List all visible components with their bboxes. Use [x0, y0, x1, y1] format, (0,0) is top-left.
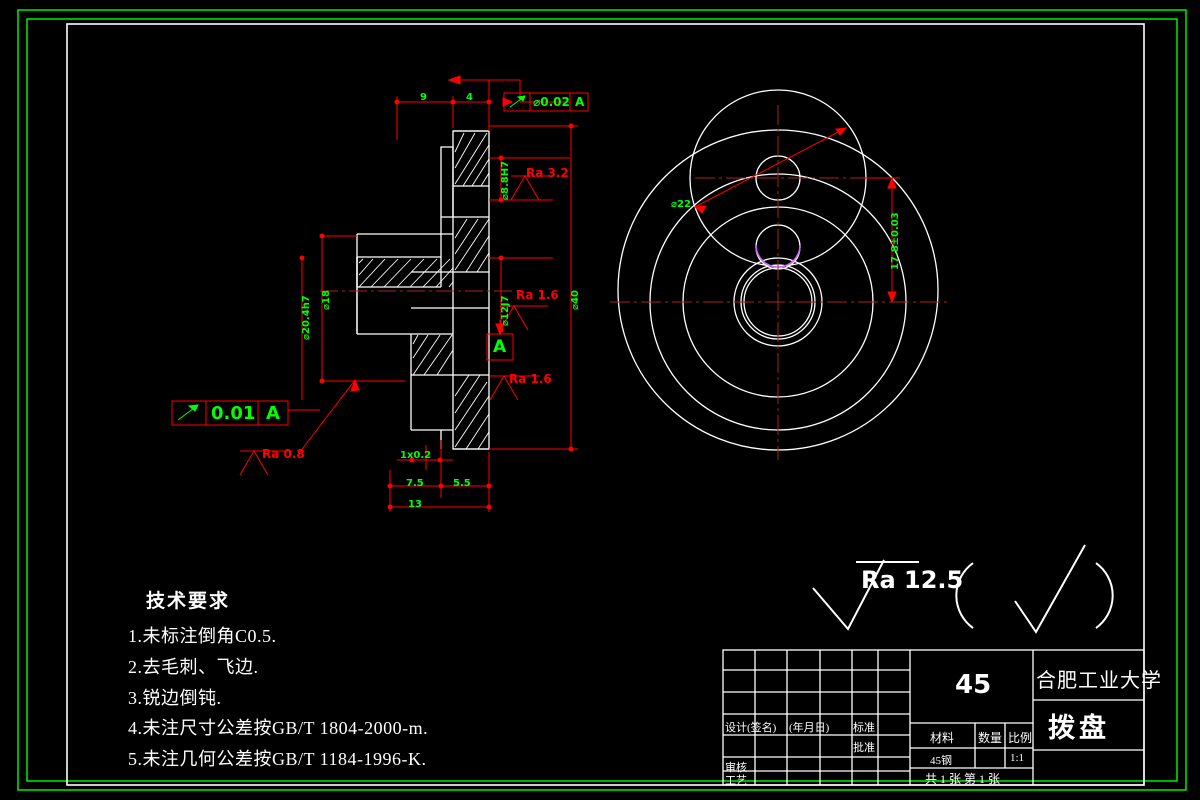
- title-block-sheet-info: 共 1 张 第 1 张: [925, 772, 1001, 786]
- section-view-geometry: [356, 130, 490, 450]
- title-block-date-label: (年月日): [789, 722, 830, 734]
- title-block-design-label: 设计(签名): [725, 722, 777, 734]
- dim-pitch-circle: ⌀22: [671, 199, 691, 210]
- section-hatching-mid: [454, 218, 490, 273]
- tolerance-datum-top: A: [575, 95, 585, 109]
- tolerance-frame-runout-top: [503, 92, 589, 112]
- dim-flange-outer: ⌀40: [570, 290, 581, 310]
- title-block-grid: [722, 649, 1145, 786]
- technical-note-item: 4.未注尺寸公差按GB/T 1804-2000-m.: [128, 718, 429, 738]
- drawing-frame: [66, 23, 1145, 786]
- technical-note-item: 5.未注几何公差按GB/T 1184-1996-K.: [128, 749, 427, 769]
- dim-top-left: 9: [420, 92, 427, 103]
- section-hatching-hub: [358, 258, 454, 288]
- datum-label-a: A: [493, 337, 507, 357]
- dim-len-left: 7.5: [406, 478, 424, 489]
- section-hatching-lower: [412, 334, 490, 450]
- title-block-university: 合肥工业大学: [1036, 670, 1162, 692]
- title-block-part-name: 拨盘: [1048, 713, 1110, 743]
- surface-finish-ra16-low: Ra 1.6: [509, 372, 552, 386]
- general-surface-bracket-symbol: [955, 544, 1114, 634]
- surface-finish-ra32: Ra 3.2: [526, 166, 569, 180]
- section-hatching-upper: [454, 132, 490, 187]
- dim-bore-small: ⌀8.8H7: [500, 160, 511, 200]
- surface-finish-symbols-section: [239, 175, 553, 476]
- tolerance-frame-runout-left: [171, 400, 289, 426]
- dim-len-total: 13: [408, 499, 422, 510]
- section-dimension-lines: [288, 75, 578, 512]
- title-block-standard-label: 标准: [853, 722, 875, 734]
- dim-top-right: 4: [466, 92, 473, 103]
- dim-shaft-fit: ⌀20.4h7: [301, 295, 312, 340]
- title-block-approve-label: 批准: [853, 742, 875, 754]
- tolerance-datum-left: A: [266, 403, 280, 424]
- title-block-material-header: 材料: [930, 731, 955, 745]
- title-block-material-big: 45: [955, 670, 992, 700]
- tolerance-value-left: 0.01: [211, 403, 256, 424]
- title-block-quantity-header: 数量: [978, 731, 1003, 745]
- sheet-border: [17, 9, 1187, 791]
- dim-chamfer: 1x0.2: [400, 450, 432, 461]
- dim-center-distance: 17.8±0.03: [890, 212, 901, 270]
- general-surface-finish-symbol: [812, 559, 919, 631]
- title-block-scale-header: 比例: [1008, 731, 1033, 745]
- dim-len-right: 5.5: [453, 478, 471, 489]
- title-block-process-label: 工艺: [725, 775, 747, 787]
- surface-finish-ra08: Ra 0.8: [262, 447, 305, 461]
- title-block-scale-value: 1:1: [1010, 752, 1025, 764]
- title-block-review-label: 审核: [725, 762, 747, 774]
- dim-hub-outer: ⌀18: [321, 290, 332, 310]
- technical-notes-title: 技术要求: [146, 591, 231, 612]
- plan-view-centerlines: [610, 105, 950, 460]
- tolerance-value-top: ⌀0.02: [533, 95, 570, 109]
- surface-finish-ra16-mid: Ra 1.6: [516, 288, 559, 302]
- technical-note-item: 1.未标注倒角C0.5.: [128, 626, 277, 646]
- dim-bore-fit: ⌀12J7: [500, 295, 511, 326]
- technical-note-item: 3.锐边倒钝.: [128, 688, 222, 708]
- general-surface-finish-label: Ra 12.5: [861, 566, 964, 594]
- title-block-material-value: 45钢: [930, 755, 952, 767]
- plan-view-dimension-lines: [693, 127, 900, 304]
- technical-note-item: 2.去毛刺、飞边.: [128, 657, 259, 677]
